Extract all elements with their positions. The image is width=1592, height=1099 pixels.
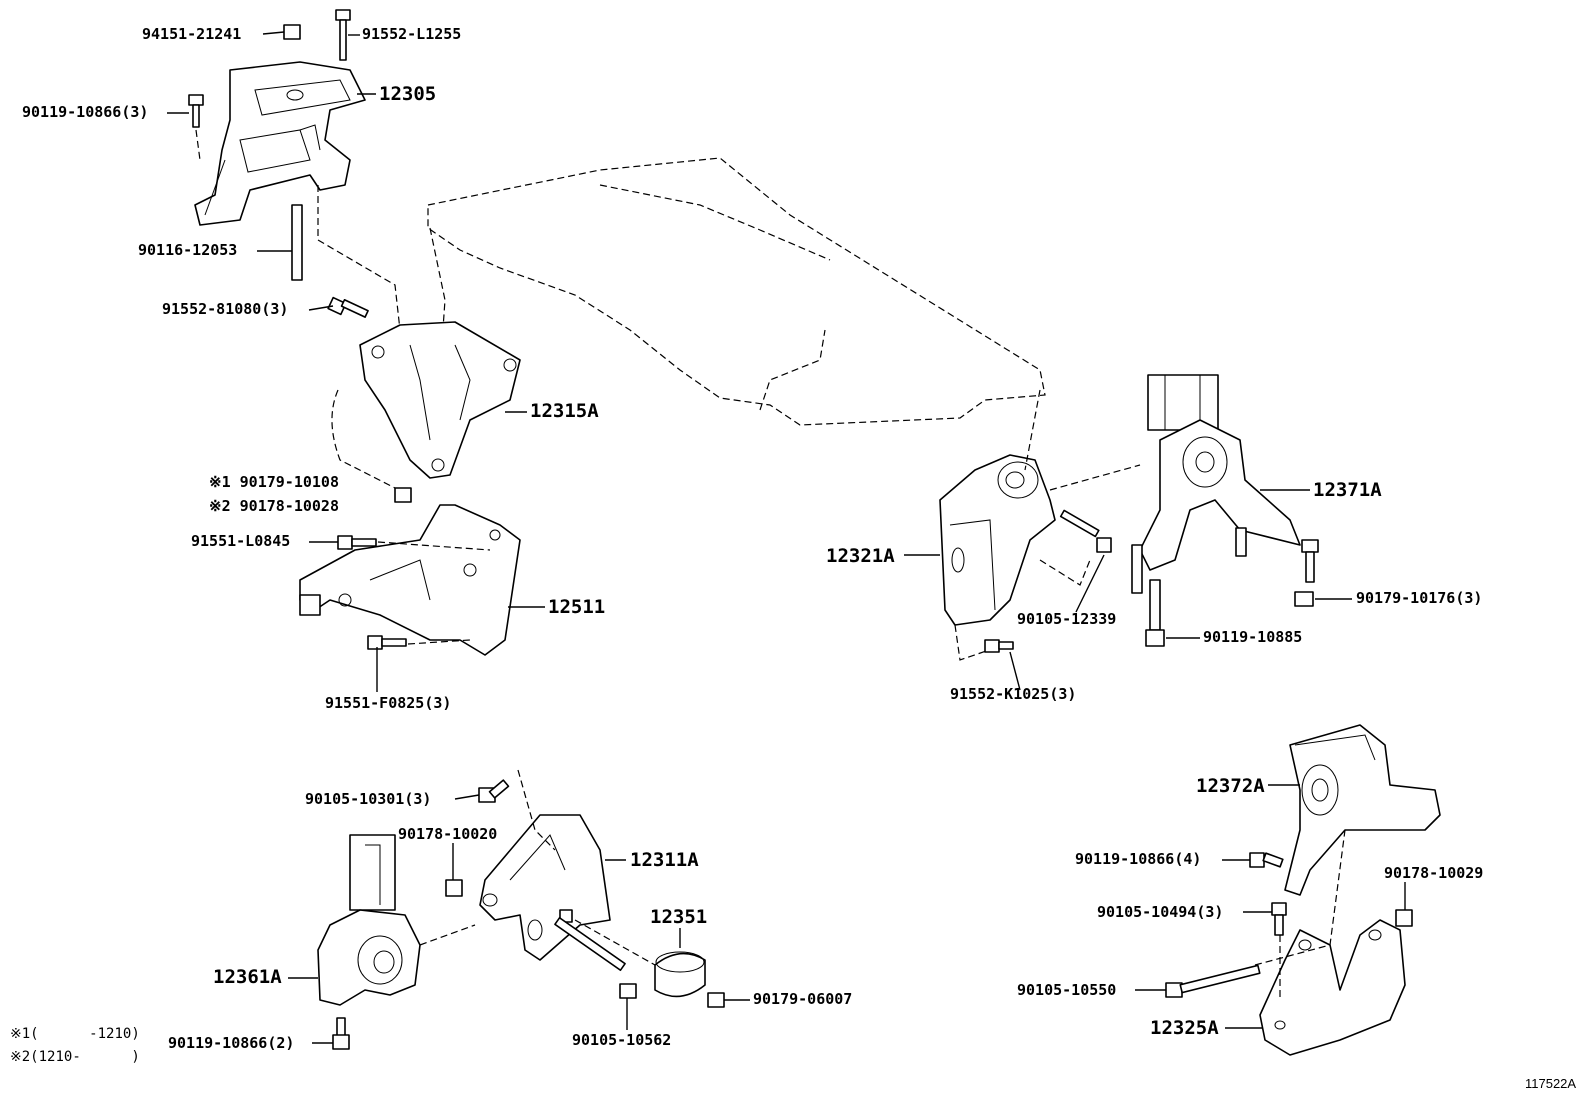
bolt-91552-L1255	[335, 9, 351, 61]
bolt-90105-10494-3	[1271, 902, 1287, 936]
label-90105-10562: 90105-10562	[572, 1031, 672, 1049]
nut-90178-10020	[445, 879, 463, 897]
label-91551-L0845: 91551-L0845	[191, 532, 291, 550]
bolt-91551-L0845	[337, 535, 377, 550]
bolt-90105-10301-3	[478, 779, 510, 803]
spacer-12351	[654, 951, 706, 998]
bolt-90105-10562	[554, 909, 637, 999]
label-90119-10885: 90119-10885	[1203, 628, 1303, 646]
nut-90179-10176-3	[1294, 591, 1314, 607]
bracket-12311A	[479, 814, 611, 961]
bolt-90105-10550	[1165, 964, 1261, 998]
nut-94151-21241	[283, 24, 301, 40]
mount-12371A	[1139, 374, 1301, 571]
label-90178-10028: ※2 90178-10028	[209, 497, 339, 515]
label-90105-10494-3: 90105-10494(3)	[1097, 903, 1224, 921]
label-91551-F0825-3: 91551-F0825(3)	[325, 694, 452, 712]
label-90105-12339: 90105-12339	[1017, 610, 1117, 628]
footnote-1-range: ( -1210)	[30, 1026, 140, 1042]
bolt-90179-10176	[1301, 539, 1319, 583]
bolt-90119-10866-3	[188, 94, 204, 128]
stud-12371A-1	[1131, 544, 1143, 594]
label-90116-12053: 90116-12053	[138, 241, 238, 259]
bracket-12315A	[359, 321, 521, 479]
label-12372A: 12372A	[1196, 775, 1265, 797]
label-12305: 12305	[379, 83, 437, 105]
label-12315A: 12315A	[530, 400, 599, 422]
footnote-1-mark: ※1	[10, 1026, 31, 1042]
stud-12371A-2	[1235, 527, 1247, 557]
figure-code: 117522A	[1525, 1076, 1577, 1091]
footnote-2: ※2(1210- )	[10, 1050, 140, 1064]
mount-12372A	[1284, 724, 1441, 896]
engine-outline	[427, 157, 1046, 426]
bolt-90119-10885	[1145, 579, 1165, 647]
bolt-91552-K1025-3	[984, 639, 1014, 653]
nut-90179-10108	[394, 487, 412, 503]
label-90179-10108: ※1 90179-10108	[209, 473, 339, 491]
footnote-2-range: (1210- )	[30, 1049, 140, 1065]
bolt-90105-12339	[1059, 509, 1112, 553]
label-12511: 12511	[548, 596, 606, 618]
label-90105-10550: 90105-10550	[1017, 981, 1117, 999]
label-94151-21241: 94151-21241	[142, 25, 242, 43]
label-91552-L1255: 91552-L1255	[362, 25, 462, 43]
mount-12321A	[939, 454, 1056, 626]
nut-90179-06007	[707, 992, 725, 1008]
label-12311A: 12311A	[630, 849, 699, 871]
label-12325A: 12325A	[1150, 1017, 1219, 1039]
label-12351: 12351	[650, 906, 708, 928]
nut-90178-10029	[1395, 909, 1413, 927]
footnote-2-mark: ※2	[10, 1049, 31, 1065]
mount-12361A	[317, 834, 421, 1006]
stud-90116-12053	[291, 204, 303, 281]
label-90178-10029: 90178-10029	[1384, 864, 1484, 882]
label-91552-K1025-3: 91552-K1025(3)	[950, 685, 1077, 703]
label-12361A: 12361A	[213, 966, 282, 988]
label-90179-06007: 90179-06007	[753, 990, 853, 1008]
footnote-1: ※1( -1210)	[10, 1027, 140, 1041]
bolt-91552-81080-3	[327, 296, 369, 318]
label-91552-81080-3: 91552-81080(3)	[162, 300, 289, 318]
bolt-90119-10866-4	[1249, 852, 1284, 868]
bracket-12325A	[1259, 919, 1406, 1056]
leader-lines	[167, 31, 1406, 1044]
label-90119-10866-4: 90119-10866(4)	[1075, 850, 1202, 868]
bracket-12511	[299, 504, 521, 656]
bolt-90119-10866-2	[332, 1017, 350, 1050]
label-90119-10866-2: 90119-10866(2)	[168, 1034, 295, 1052]
engine-mount-12305	[194, 61, 366, 226]
label-12321A: 12321A	[826, 545, 895, 567]
label-90178-10020: 90178-10020	[398, 825, 498, 843]
label-90179-10176-3: 90179-10176(3)	[1356, 589, 1483, 607]
bolt-91551-F0825-3	[367, 635, 407, 650]
label-90105-10301-3: 90105-10301(3)	[305, 790, 432, 808]
label-90119-10866-3: 90119-10866(3)	[22, 103, 149, 121]
label-12371A: 12371A	[1313, 479, 1382, 501]
